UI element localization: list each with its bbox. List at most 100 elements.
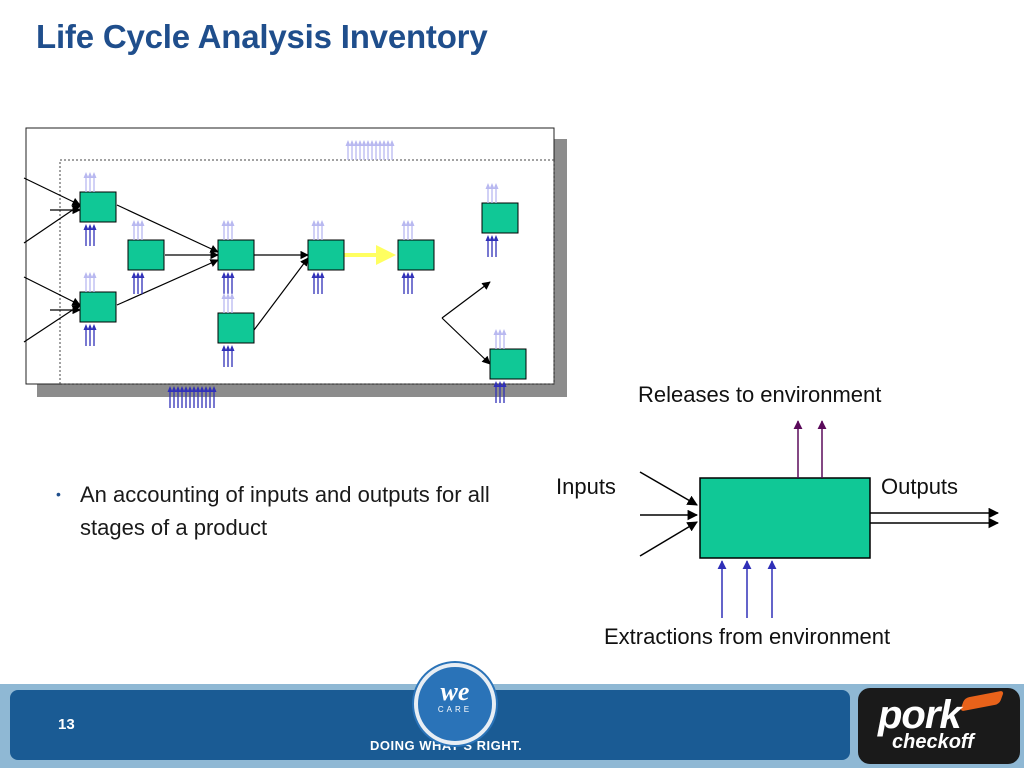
input-arrow	[639, 521, 698, 557]
flow-arrow	[253, 257, 309, 331]
bullet-marker: •	[56, 486, 61, 502]
extraction-arrow-small-head	[405, 272, 411, 278]
aggregate-release-arrow-head	[369, 140, 375, 146]
slide-title: Life Cycle Analysis Inventory	[36, 18, 488, 55]
aggregate-extraction-arrow-head	[175, 386, 181, 392]
life-cycle-diagram	[23, 127, 1000, 618]
aggregate-release-arrow-head	[365, 140, 371, 146]
extraction-arrow-small-head	[221, 272, 227, 278]
release-arrow-small-head	[87, 172, 93, 178]
aggregate-extraction-arrow-head	[191, 386, 197, 392]
extraction-arrow-small-head	[497, 381, 503, 387]
flow-arrow	[23, 276, 81, 306]
extraction-arrow-small-head	[485, 235, 491, 241]
extraction-arrow-small-head	[401, 272, 407, 278]
release-arrow-small-head	[315, 220, 321, 226]
release-arrow-small-head	[497, 329, 503, 335]
process-box	[217, 239, 255, 271]
process-box	[79, 291, 117, 323]
extraction-arrow-small-head	[501, 381, 507, 387]
process-box	[489, 348, 527, 380]
release-arrow-small-head	[135, 220, 141, 226]
aggregate-release-arrow-head	[361, 140, 367, 146]
release-arrow-small-head	[311, 220, 317, 226]
page-number: 13	[58, 716, 75, 733]
seal-subtext: CARE	[437, 705, 473, 714]
aggregate-release-arrow-head	[381, 140, 387, 146]
release-arrow-small-head	[221, 220, 227, 226]
aggregate-release-arrow-head	[345, 140, 351, 146]
releases-label: Releases to environment	[638, 382, 882, 407]
release-arrow-small-head	[405, 220, 411, 226]
aggregate-extraction-arrow-head	[207, 386, 213, 392]
extraction-arrow-small-head	[319, 272, 325, 278]
inputs-label: Inputs	[556, 474, 616, 499]
aggregate-extraction-arrow-head	[195, 386, 201, 392]
aggregate-release-arrow-head	[349, 140, 355, 146]
aggregate-release-arrow-head	[389, 140, 395, 146]
extraction-arrow-small-head	[493, 235, 499, 241]
flow-arrow	[116, 259, 219, 306]
flow-arrow	[116, 204, 219, 253]
release-arrow-small-head	[493, 329, 499, 335]
release-arrow-small-head	[225, 220, 231, 226]
process-box	[481, 202, 519, 234]
extraction-arrow-small-head	[493, 381, 499, 387]
extraction-arrow-small-head	[229, 345, 235, 351]
process-box	[307, 239, 345, 271]
release-arrow-small-head	[225, 293, 231, 299]
aggregate-extraction-arrow-head	[199, 386, 205, 392]
logo-text: pork	[878, 693, 962, 737]
release-arrow-small-head	[83, 272, 89, 278]
aggregate-release-arrow-head	[357, 140, 363, 146]
extraction-arrow-small-head	[87, 224, 93, 230]
flow-arrow	[441, 281, 491, 319]
release-arrow-small-head	[83, 172, 89, 178]
release-arrow-small-head	[409, 220, 415, 226]
bullet-item: • An accounting of inputs and outputs fo…	[56, 478, 526, 544]
release-arrow-small-head	[485, 183, 491, 189]
aggregate-extraction-arrow-head	[167, 386, 173, 392]
aggregate-extraction-arrow-head	[183, 386, 189, 392]
extraction-arrow-small-head	[229, 272, 235, 278]
release-arrow-small-head	[91, 272, 97, 278]
aggregate-extraction-arrow-head	[179, 386, 185, 392]
extraction-arrow-small-head	[311, 272, 317, 278]
process-network	[23, 140, 527, 408]
aggregate-release-arrow-head	[373, 140, 379, 146]
unit-process-box	[699, 477, 871, 559]
process-box	[79, 191, 117, 223]
extraction-arrow-small-head	[135, 272, 141, 278]
system-boundary	[25, 127, 555, 385]
aggregate-release-arrow-head	[353, 140, 359, 146]
aggregate-extraction-arrow-head	[211, 386, 217, 392]
release-arrow-small-head	[229, 293, 235, 299]
extraction-arrow-small-head	[225, 272, 231, 278]
release-arrow-small-head	[319, 220, 325, 226]
release-arrow-small-head	[139, 220, 145, 226]
inner-boundary	[59, 159, 555, 385]
release-arrow-small-head	[489, 183, 495, 189]
extraction-arrow-small-head	[409, 272, 415, 278]
release-arrow-small-head	[229, 220, 235, 226]
extraction-arrow-small-head	[225, 345, 231, 351]
process-box	[127, 239, 165, 271]
release-arrow-small-head	[221, 293, 227, 299]
release-arrow-small-head	[493, 183, 499, 189]
flow-arrow	[23, 204, 81, 244]
extraction-arrow-small-head	[87, 324, 93, 330]
release-arrow-small-head	[91, 172, 97, 178]
extraction-arrow-small-head	[83, 224, 89, 230]
process-box	[217, 312, 255, 344]
aggregate-release-arrow-head	[377, 140, 383, 146]
flow-arrow	[23, 177, 81, 206]
extraction-arrow-small-head	[489, 235, 495, 241]
extraction-arrow-small-head	[139, 272, 145, 278]
extraction-arrow-small-head	[83, 324, 89, 330]
aggregate-extraction-arrow-head	[203, 386, 209, 392]
logo-subtext: checkoff	[892, 731, 974, 753]
extraction-arrow-small-head	[91, 324, 97, 330]
bullet-text: An accounting of inputs and outputs for …	[80, 482, 490, 540]
input-arrow	[639, 471, 698, 506]
extractions-label: Extractions from environment	[604, 624, 891, 649]
